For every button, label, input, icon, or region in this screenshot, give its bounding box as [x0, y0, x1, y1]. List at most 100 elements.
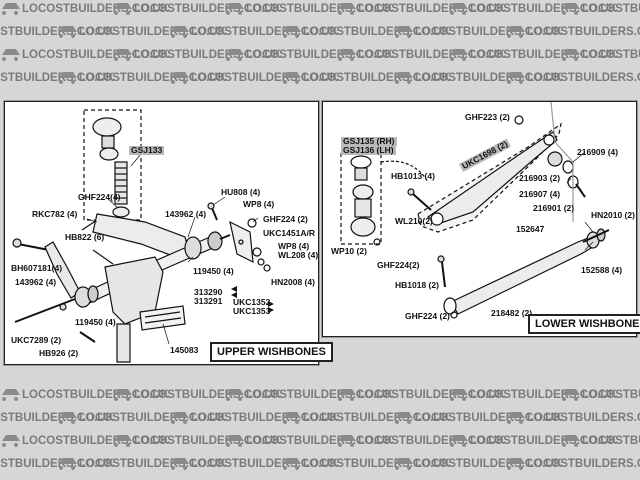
- watermark-text: LOCOSTBUILDERS.CO.UK: [470, 49, 618, 61]
- watermark-car-icon: [338, 389, 356, 401]
- watermark-text: LOCOSTBUILDERS.CO.UK: [79, 26, 227, 38]
- watermark-car-icon: [562, 389, 580, 401]
- watermark-car-icon: [507, 458, 525, 470]
- upper-wishbone-arm: [92, 213, 190, 257]
- label-wl210: WL210(2): [395, 216, 433, 226]
- label-ukc7289: UKC7289 (2): [11, 335, 62, 345]
- watermark-text: LOCOSTBUILDERS.CO.UK: [0, 412, 115, 424]
- label-152588: 152588 (4): [581, 265, 623, 275]
- watermark-car-icon: [283, 26, 301, 38]
- watermark-car-icon: [59, 458, 77, 470]
- label-143962-top: 143962 (4): [165, 209, 207, 219]
- watermark-text: LOCOSTBUILDERS.CO.UK: [79, 412, 227, 424]
- watermark-text: LOCOSTBUILDERS.CO.UK: [358, 389, 506, 401]
- watermark-text: LOCOSTBUILDERS.CO.UK: [358, 49, 506, 61]
- label-gsj133: GSJ133: [129, 145, 165, 155]
- label-313291: 313291: [194, 296, 223, 306]
- watermark-text: LOCOSTBUILDERS.CO.UK: [582, 3, 640, 15]
- label-hn2010: HN2010 (2): [591, 210, 635, 220]
- watermark-car-icon: [450, 435, 468, 447]
- watermark-car-icon: [507, 26, 525, 38]
- watermark-text: LOCOSTBUILDERS.CO.UK: [22, 3, 170, 15]
- watermark-text: LOCOSTBUILDERS.CO.UK: [415, 72, 563, 84]
- watermark-car-icon: [283, 72, 301, 84]
- watermark-text: LOCOSTBUILDERS.CO.UK: [134, 389, 282, 401]
- watermark-text: LOCOSTBUILDERS.CO.UK: [79, 458, 227, 470]
- watermark-text: LOCOSTBUILDERS.CO.UK: [134, 435, 282, 447]
- watermark-car-icon: [338, 3, 356, 15]
- label-ghf224-2: GHF224 (2): [263, 214, 308, 224]
- label-hu808: HU808 (4): [221, 187, 261, 197]
- watermark-car-icon: [226, 49, 244, 61]
- watermark-car-icon: [2, 389, 20, 401]
- watermark-text: LOCOSTBUILDERS.CO.UK: [191, 412, 339, 424]
- watermark-car-icon: [507, 72, 525, 84]
- watermark-car-icon: [507, 412, 525, 424]
- watermark-car-icon: [171, 458, 189, 470]
- watermark-text: LOCOSTBUILDERS.CO.UK: [191, 26, 339, 38]
- label-ukc1451: UKC1451A/R: [263, 228, 315, 238]
- watermark-text: LOCOSTBUILDERS.CO.UK: [246, 3, 394, 15]
- watermark-text: LOCOSTBUILDERS.CO.UK: [0, 458, 115, 470]
- watermark-text: LOCOSTBUILDERS.CO.UK: [246, 435, 394, 447]
- watermark-text: LOCOSTBUILDERS.CO.UK: [22, 389, 170, 401]
- shim-plate: [139, 305, 186, 331]
- watermark-car-icon: [562, 3, 580, 15]
- watermark-text: LOCOSTBUILDERS.CO.UK: [415, 26, 563, 38]
- label-218482: 218482 (2): [491, 308, 533, 318]
- label-ukc1352: UKC1352: [233, 297, 271, 307]
- watermark-car-icon: [2, 3, 20, 15]
- watermark-text: LOCOSTBUILDERS.CO.UK: [303, 458, 451, 470]
- upper-wishbones-panel: GSJ133 GHF224(4) HU808 (4) WP8 (4) RKC78…: [4, 101, 333, 365]
- watermark-car-icon: [226, 435, 244, 447]
- watermark-text: LOCOSTBUILDERS.CO.UK: [415, 412, 563, 424]
- watermark-car-icon: [395, 72, 413, 84]
- label-hb1018: HB1018 (2): [395, 280, 439, 290]
- label-216901: 216901 (2): [533, 203, 575, 213]
- watermark-car-icon: [395, 458, 413, 470]
- watermark-text: LOCOSTBUILDERS.CO.UK: [246, 49, 394, 61]
- label-hb926: HB926 (2): [39, 348, 79, 358]
- watermark-text: LOCOSTBUILDERS.CO.UK: [358, 435, 506, 447]
- upper-wishbone-drawing: [12, 109, 274, 363]
- watermark-text: LOCOSTBUILDERS.CO.UK: [134, 3, 282, 15]
- watermark-text: LOCOSTBUILDERS.CO.UK: [22, 49, 170, 61]
- watermark-text: LOCOSTBUILDERS.CO.UK: [527, 458, 640, 470]
- label-ghf224-4: GHF224(4): [78, 192, 121, 202]
- label-ghf224-lower-b: GHF224 (2): [405, 311, 450, 321]
- lower-wishbones-panel: GHF223 (2) GSJ135 (RH) GSJ136 (LH) UKC16…: [322, 101, 640, 337]
- watermark-car-icon: [114, 3, 132, 15]
- watermark-car-icon: [2, 435, 20, 447]
- label-bh607181: BH607181(4): [11, 263, 63, 273]
- watermark-text: LOCOSTBUILDERS.CO.UK: [527, 72, 640, 84]
- label-ukc1353: UKC1353: [233, 306, 271, 316]
- lower-long-arm: [450, 236, 594, 315]
- label-hb1013: HB1013 (4): [391, 171, 435, 181]
- label-ghf223: GHF223 (2): [465, 112, 510, 122]
- watermark-car-icon: [562, 49, 580, 61]
- watermark-car-icon: [450, 3, 468, 15]
- watermark-text: LOCOSTBUILDERS.CO.UK: [582, 435, 640, 447]
- watermark-text: LOCOSTBUILDERS.CO.UK: [191, 458, 339, 470]
- watermark-car-icon: [226, 3, 244, 15]
- watermark-car-icon: [395, 26, 413, 38]
- watermark-text: LOCOSTBUILDERS.CO.UK: [0, 26, 115, 38]
- watermark-car-icon: [114, 389, 132, 401]
- watermark-car-icon: [59, 26, 77, 38]
- watermark-text: LOCOSTBUILDERS.CO.UK: [582, 49, 640, 61]
- watermark-text: LOCOSTBUILDERS.CO.UK: [470, 3, 618, 15]
- watermark-car-icon: [338, 49, 356, 61]
- label-wp8-top: WP8 (4): [243, 199, 275, 209]
- watermark-text: LOCOSTBUILDERS.CO.UK: [582, 389, 640, 401]
- watermark-car-icon: [283, 412, 301, 424]
- ball-joint-group-box: [83, 109, 142, 221]
- lower-ball-joint-box: [340, 151, 382, 245]
- label-gsj135: GSJ135 (RH): [341, 136, 397, 146]
- label-216903: 216903 (2): [519, 173, 561, 183]
- lower-wishbone-drawing: [340, 102, 610, 319]
- watermark-car-icon: [226, 389, 244, 401]
- label-313290: 313290: [194, 287, 223, 297]
- watermark-text: LOCOSTBUILDERS.CO.UK: [470, 389, 618, 401]
- label-wl208: WL208 (4): [278, 250, 319, 260]
